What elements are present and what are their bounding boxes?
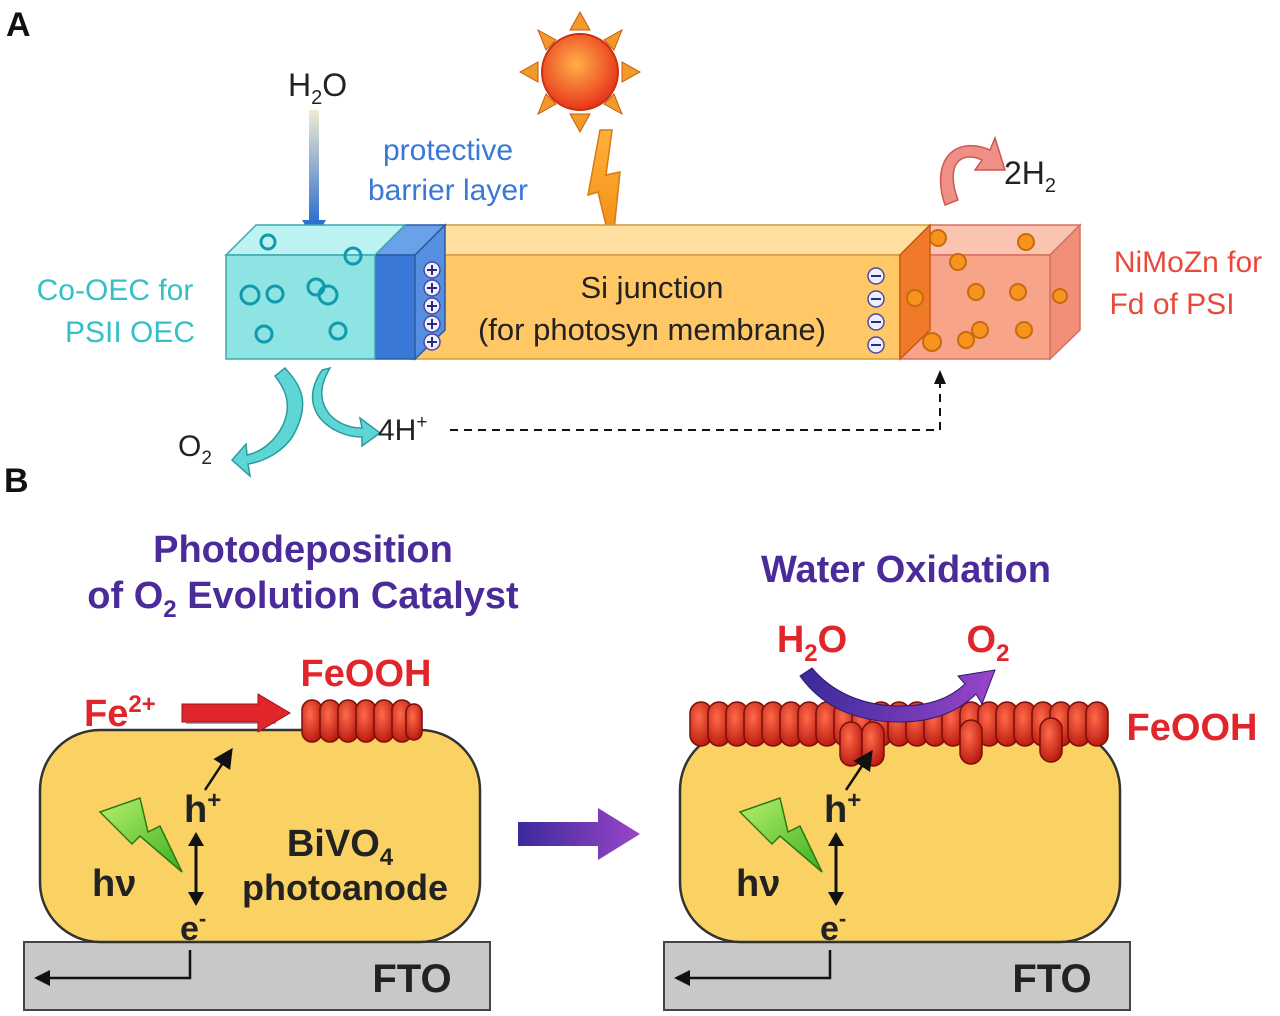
charge-separation-arrow-left — [188, 832, 204, 906]
photon-label-left: hν — [92, 863, 136, 905]
proton-output-arrow — [311, 366, 382, 448]
left-title-line1: Photodeposition — [153, 529, 453, 571]
barrier-label-line1: protective — [383, 134, 513, 167]
process-arrow — [518, 808, 640, 860]
cathode-label-line1: NiMoZn for — [1114, 246, 1262, 279]
water-input-label: H2O — [288, 67, 347, 109]
oec-label-line1: Co-OEC for — [37, 274, 194, 307]
electron-path-right — [686, 950, 832, 980]
electron-label-right: e- — [820, 906, 846, 948]
water-input-arrow-shaft — [309, 110, 319, 222]
photon-label-right: hν — [736, 863, 780, 905]
feooh-label-left: FeOOH — [301, 653, 432, 695]
fe-ion-arrow — [181, 693, 291, 733]
photoanode-label: photoanode — [242, 867, 448, 908]
o2-label: O2 — [967, 619, 1010, 667]
electron-path-arrowhead-left — [34, 970, 50, 986]
positive-charges — [423, 261, 441, 351]
h2-output-arrow — [939, 135, 1007, 206]
protons-label: 4H+ — [378, 412, 427, 447]
light-bolt-icon-right — [738, 797, 823, 873]
electron-path-arrowhead-right — [674, 970, 690, 986]
right-title: Water Oxidation — [761, 549, 1051, 591]
charge-separation-arrow-right — [828, 832, 844, 906]
light-bolt-icon-left — [98, 797, 183, 873]
o2-output-arrow — [230, 366, 304, 478]
fto-label-left: FTO — [372, 957, 451, 1001]
panel-b-letter: B — [4, 462, 29, 500]
si-junction-block — [408, 224, 932, 360]
o2-output-label: O2 — [178, 430, 212, 469]
water-to-oxygen-arrow — [799, 667, 996, 723]
feooh-particles-right — [689, 701, 1109, 767]
electron-path-left — [46, 950, 192, 980]
panel-a-letter: A — [6, 6, 31, 44]
nimozn-particles — [906, 229, 1068, 352]
cathode-label-line2: Fd of PSI — [1109, 288, 1234, 321]
oec-label-line2: PSII OEC — [65, 316, 195, 349]
junction-label-line1: Si junction — [580, 270, 723, 305]
h2o-label: H2O — [777, 619, 847, 667]
barrier-label-line2: barrier layer — [368, 174, 528, 207]
h2-output-label: 2H2 — [1004, 155, 1056, 197]
fto-substrate-left — [23, 941, 491, 1011]
bivo4-label: BiVO4 — [287, 823, 394, 871]
negative-charges — [867, 267, 885, 354]
fto-label-right: FTO — [1012, 957, 1091, 1001]
electron-label-left: e- — [180, 906, 206, 948]
junction-label-line2: (for photosyn membrane) — [478, 312, 826, 347]
lightning-bolt-icon — [587, 129, 621, 251]
feooh-label-right: FeOOH — [1127, 707, 1258, 749]
proton-transport-arrowhead — [934, 370, 946, 384]
hole-label-left: h+ — [184, 787, 221, 831]
left-title-line2: of O2 Evolution Catalyst — [87, 575, 519, 623]
fe-ion-label: Fe2+ — [84, 691, 156, 735]
hole-transfer-arrow-right — [844, 749, 873, 791]
proton-transport-path — [450, 380, 941, 431]
bivo4-photoanode-left — [38, 728, 482, 944]
hole-label-right: h+ — [824, 787, 861, 831]
hole-transfer-arrow-left — [203, 747, 233, 791]
co-oec-particles — [239, 233, 363, 344]
sun-icon — [518, 10, 642, 134]
fto-substrate-right — [663, 941, 1131, 1011]
feooh-particles-left — [301, 699, 423, 743]
